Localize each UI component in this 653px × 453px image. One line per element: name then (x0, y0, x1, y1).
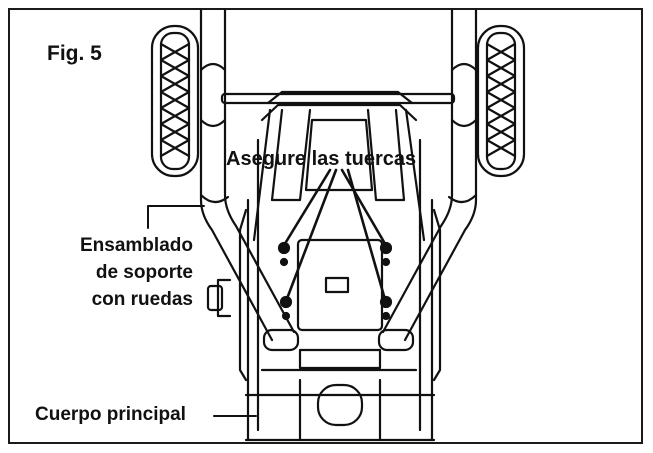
wheel-assembly-line-1: Ensamblado (80, 235, 193, 256)
mower-body (206, 90, 442, 442)
left-handle-tube (199, 8, 300, 352)
figure-frame (8, 8, 643, 444)
right-wheel (476, 24, 526, 178)
wheel-assembly-line-3: con ruedas (91, 289, 193, 310)
wheel-assembly-callout: Ensamblado de soporte con ruedas (80, 232, 193, 313)
figure-number: Fig. 5 (47, 42, 102, 65)
secure-nuts-callout: Asegure las tuercas (226, 148, 417, 170)
nut-icons (277, 241, 393, 321)
main-body-callout: Cuerpo principal (35, 404, 186, 425)
left-wheel (150, 24, 200, 178)
right-handle-tube (377, 8, 478, 352)
wheel-assembly-line-2: de soporte (95, 262, 193, 283)
callout-arrows (284, 168, 386, 298)
handle-crossbar (220, 92, 456, 105)
leader-lines (147, 205, 257, 417)
